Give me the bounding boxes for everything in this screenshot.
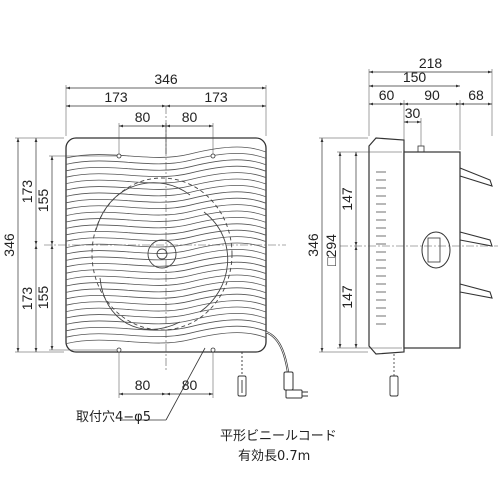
dim-rear-part-label: 90 [424, 87, 440, 103]
dim-hole-pitch-top-right: 80 [165, 109, 214, 154]
dim-half-height-bottom: 173 [19, 245, 38, 352]
dim-hole-pitch-upper-label: 155 [35, 189, 51, 213]
front-view [44, 106, 308, 421]
dim-hole-pitch-top-left-label: 80 [135, 109, 151, 125]
grille-slats [66, 146, 266, 344]
dim-side-outer-height: 346 [305, 137, 368, 353]
mounting-hole-label: 取付穴4−φ5 [76, 410, 152, 425]
cord-note-line2: 有効長0.7m [238, 449, 311, 464]
dim-cord-offset-label: 30 [405, 105, 421, 121]
cord-note-line1: 平形ビニールコード [220, 429, 337, 444]
dim-half-height-top: 173 [19, 138, 38, 245]
dim-body-depth: 150 [369, 69, 460, 88]
side-cord-outlet [417, 145, 425, 153]
dim-overall-width: 346 [65, 71, 267, 136]
power-plug [283, 371, 308, 399]
dim-side-lower-half: 147 [339, 246, 358, 348]
dim-hole-pitch-bottom-right-label: 80 [182, 377, 198, 393]
dim-total-depth: 218 [368, 55, 493, 136]
dim-hole-pitch-upper: 155 [35, 156, 54, 245]
dim-half-width-left: 173 [66, 89, 166, 108]
dim-hole-pitch-top-right-label: 80 [182, 109, 198, 125]
side-shutter-flaps [459, 167, 493, 299]
dim-opening-size: □294 [323, 151, 402, 349]
dim-total-depth-label: 218 [419, 55, 443, 71]
dim-hole-pitch-bottom-left-label: 80 [135, 377, 151, 393]
dim-rear-part: 90 [404, 87, 460, 106]
dim-overall-height-label: 346 [1, 233, 17, 257]
pull-switch [237, 352, 247, 397]
dim-protrusion-label: 68 [468, 87, 484, 103]
side-louvers [376, 171, 386, 325]
side-motor [421, 231, 451, 269]
dim-half-width-left-label: 173 [104, 89, 128, 105]
dim-body-depth-label: 150 [403, 69, 427, 85]
dim-opening-size-label: □294 [323, 234, 339, 266]
dim-side-upper-half-label: 147 [339, 187, 355, 211]
side-body [403, 151, 461, 349]
dim-side-outer-height-label: 346 [305, 233, 321, 257]
dim-protrusion: 68 [460, 87, 492, 106]
side-pull-switch [389, 375, 399, 397]
dim-side-lower-half-label: 147 [339, 285, 355, 309]
dim-overall-height: 346 [1, 137, 64, 353]
dim-overall-width-label: 346 [154, 71, 178, 87]
fan-blade [91, 177, 233, 331]
dim-hole-pitch-lower: 155 [35, 245, 54, 350]
dim-front-part-label: 60 [379, 87, 395, 103]
dim-hole-pitch-lower-label: 155 [35, 286, 51, 310]
dim-half-width-right: 173 [166, 89, 266, 108]
dim-half-height-top-label: 173 [19, 180, 35, 204]
dim-half-width-right-label: 173 [204, 89, 228, 105]
dim-hole-pitch-bottom-left: 80 [119, 377, 166, 396]
dim-front-part: 60 [369, 87, 404, 106]
dim-side-upper-half: 147 [339, 152, 358, 246]
dim-hole-pitch-bottom-right: 80 [166, 377, 213, 396]
dim-cord-offset: 30 [404, 105, 421, 124]
side-view [340, 137, 498, 397]
dim-hole-pitch-top-left: 80 [118, 109, 167, 154]
dim-half-height-bottom-label: 173 [19, 287, 35, 311]
power-cord [265, 330, 290, 373]
